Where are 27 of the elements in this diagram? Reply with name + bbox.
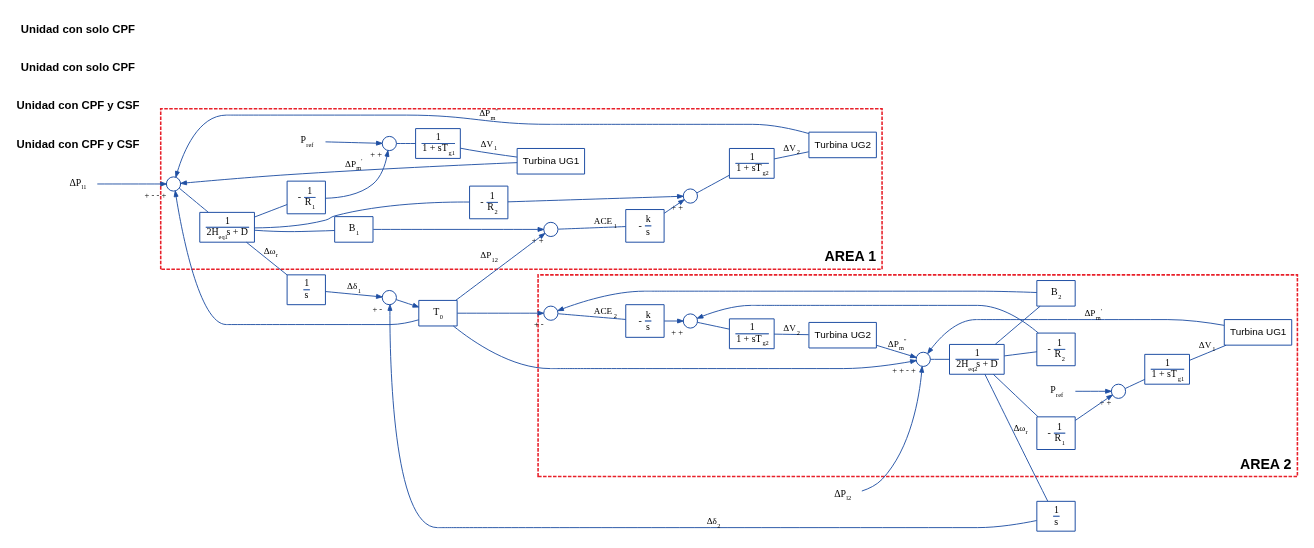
node-label: + + xyxy=(671,326,684,337)
node-label: + + - + xyxy=(892,364,916,375)
node-label: + - - + xyxy=(144,189,167,200)
node-label: + + xyxy=(531,234,544,245)
edge-label: Δδ$_{2}$ xyxy=(706,515,721,529)
edge-label: ACE$_{2}$ xyxy=(593,305,617,319)
label: Unidad con solo CPF xyxy=(20,22,135,35)
edge-label: Δδ$_{1}$ xyxy=(347,280,361,294)
edge-label: ACE$_{1}$ xyxy=(593,215,617,229)
edge-label: ΔV$_{2}$ xyxy=(783,142,801,155)
label: Unidad con solo CPF xyxy=(20,60,135,73)
edge-label: ΔV$_{2}$ xyxy=(783,322,801,336)
node-text: P$_{ref}$ xyxy=(300,133,314,148)
node-label: + + xyxy=(671,201,684,212)
node-text: P$_{ref}$ xyxy=(1050,383,1064,398)
edge-label: ΔV$_{1}$ xyxy=(1198,339,1216,352)
edge-label: Δω$_{r}$ xyxy=(263,245,278,258)
label: Unidad con CPF y CSF xyxy=(16,137,140,150)
node-text: ΔP$_{l1}$ xyxy=(69,176,87,190)
edge-label: ΔV$_{1}$ xyxy=(480,138,498,151)
label: Unidad con CPF y CSF xyxy=(16,98,140,111)
node-label: + + xyxy=(1099,396,1112,407)
edge-label: ΔP$_{12}$ xyxy=(480,249,498,263)
edge-label: Δω$_{r}$ xyxy=(1013,422,1028,435)
node-label: + + xyxy=(370,148,383,159)
node-label: + - xyxy=(372,302,383,313)
node-text: ΔP$_{l2}$ xyxy=(834,487,852,501)
